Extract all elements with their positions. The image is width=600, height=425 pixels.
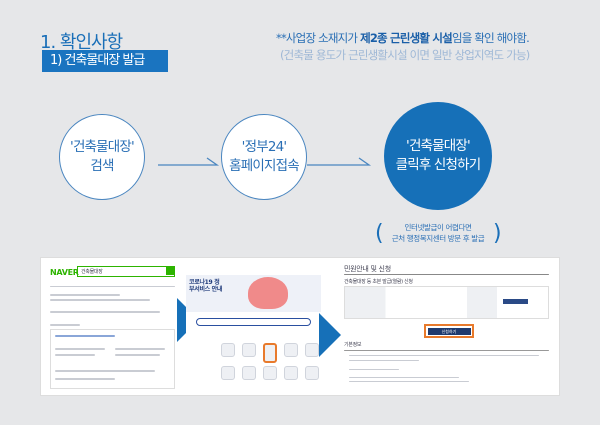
gov24-search-input[interactable] [196,318,311,326]
apply-button[interactable]: 신청하기 [427,327,471,335]
step-arrows [158,157,372,166]
step-line2: 검색 [90,158,114,174]
subsection-badge: 1) 건축물대장 발급 [42,50,168,72]
building-register-icon[interactable] [263,343,277,363]
paren-left: ( [375,221,384,246]
naver-result-card [50,329,175,389]
gov24-screenshot: 코로나19 정부서비스 안내 [186,261,321,393]
naver-query: 건축물대장 [81,269,103,275]
naver-logo: NAVER [50,268,79,277]
step-line2: 홈페이지접속 [229,158,300,174]
alt-line1: 인터넷발급이 어렵다면 [404,223,472,232]
screenshot-panel: NAVER 건축물대장 코로나19 정부서비스 안내 [40,257,560,396]
gov24-banner-title: 코로나19 정부서비스 안내 [189,279,223,293]
note-suffix: 임을 확인 해야함. [451,31,530,45]
arrow-right-icon [319,313,341,357]
alt-line2: 근처 행정복지센터 방문 후 발급 [391,234,485,243]
minwon-title: 민원안내 및 신청 [344,265,391,273]
minwon-info-table [344,286,549,319]
step-gov24: '정부24' 홈페이지접속 [221,114,307,200]
minwon-subtitle: 건축물대장 등 초본 발급(열람) 신청 [344,279,413,285]
step-search: '건축물대장' 검색 [59,114,145,200]
naver-search-box: 건축물대장 [77,266,175,277]
alternative-note: 인터넷발급이 어렵다면 근처 행정복지센터 방문 후 발급 [384,222,492,244]
step-apply: '건축물대장' 클릭후 신청하기 [384,102,492,210]
search-icon [166,267,174,275]
paren-right: ) [493,221,502,246]
apply-button-highlight: 신청하기 [424,324,474,338]
info-title: 기본정보 [344,342,362,348]
naver-screenshot: NAVER 건축물대장 [44,261,179,393]
note-prefix: **사업장 소재지가 [276,31,361,45]
requirement-note: **사업장 소재지가 제2종 근린생활 시설임을 확인 해야함. [276,30,530,46]
section-title: 1. 확인사항 [40,32,123,53]
step-line2: 클릭후 신청하기 [395,157,482,173]
step-line1: '건축물대장' [406,138,471,154]
minwon-screenshot: 민원안내 및 신청 건축물대장 등 초본 발급(열람) 신청 신청하기 기본정보 [341,261,551,393]
gov24-banner: 코로나19 정부서비스 안내 [186,275,321,312]
note-bold: 제2종 근린생활 시설 [360,31,453,45]
requirement-subnote: (건축물 용도가 근린생활시설 이면 일반 상업지역도 가능) [280,48,530,62]
heart-illustration [248,277,288,309]
arrow-icon [158,157,372,166]
step-line1: '건축물대장' [70,139,135,155]
step-line1: '정부24' [241,139,287,155]
